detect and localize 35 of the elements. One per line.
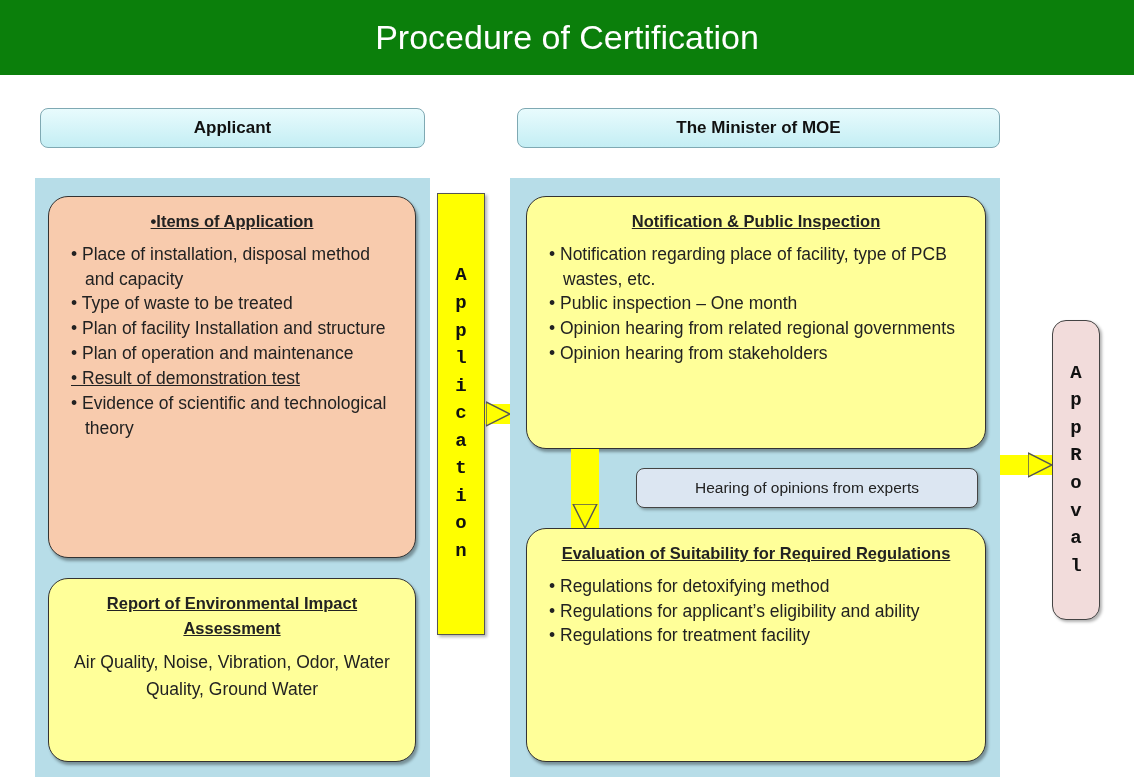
bullet-item: • Regulations for treatment facility — [548, 624, 811, 648]
info-card — [526, 196, 986, 449]
vertical-text: AppRoval — [1069, 360, 1083, 579]
vertical-label-box — [1052, 320, 1100, 620]
info-card — [48, 196, 416, 558]
vertical-text: Application — [454, 263, 468, 564]
vertical-label-box — [437, 193, 485, 635]
bullet-item: • Notification regarding place of facility, type of PCB wastes, etc. — [548, 242, 948, 291]
info-card — [48, 578, 416, 762]
info-card — [526, 528, 986, 762]
block-arrow — [571, 449, 599, 529]
title-banner: Procedure of Certification — [0, 0, 1134, 75]
block-arrow — [485, 401, 511, 427]
card-heading: Notification & Public Inspection — [630, 211, 882, 232]
header-box: Applicant — [40, 108, 425, 148]
bullet-item: • Place of installation, disposal method and capacity — [70, 242, 371, 291]
panel-background — [510, 178, 1000, 777]
card-text: Air Quality, Noise, Vibration, Odor, Water Quality, Ground Water — [73, 650, 391, 701]
card-heading: •Items of Application — [149, 211, 315, 232]
bullet-item: • Opinion hearing from related regional governments — [548, 317, 956, 341]
bullet-item: • Public inspection – One month — [548, 292, 799, 316]
bullet-item: • Plan of facility Installation and structure — [70, 317, 387, 341]
bullet-item: • Opinion hearing from stakeholders — [548, 342, 829, 366]
panel-background — [35, 178, 430, 777]
bullet-item: • Plan of operation and maintenance — [70, 342, 355, 366]
bullet-item: • Regulations for applicant’s eligibility and ability — [548, 599, 921, 623]
card-heading: Report of Environmental Impact Assessment — [105, 593, 359, 639]
note-box: Hearing of opinions from experts — [636, 468, 978, 508]
card-heading: Evaluation of Suitability for Required Regulations — [560, 543, 952, 564]
bullet-item: • Regulations for detoxifying method — [548, 574, 831, 598]
header-box: The Minister of MOE — [517, 108, 1000, 148]
bullet-item: • Result of demonstration test — [70, 366, 301, 390]
bullet-item: • Type of waste to be treated — [70, 292, 294, 316]
bullet-item: • Evidence of scientific and technological theory — [70, 391, 388, 440]
block-arrow — [1000, 452, 1053, 478]
